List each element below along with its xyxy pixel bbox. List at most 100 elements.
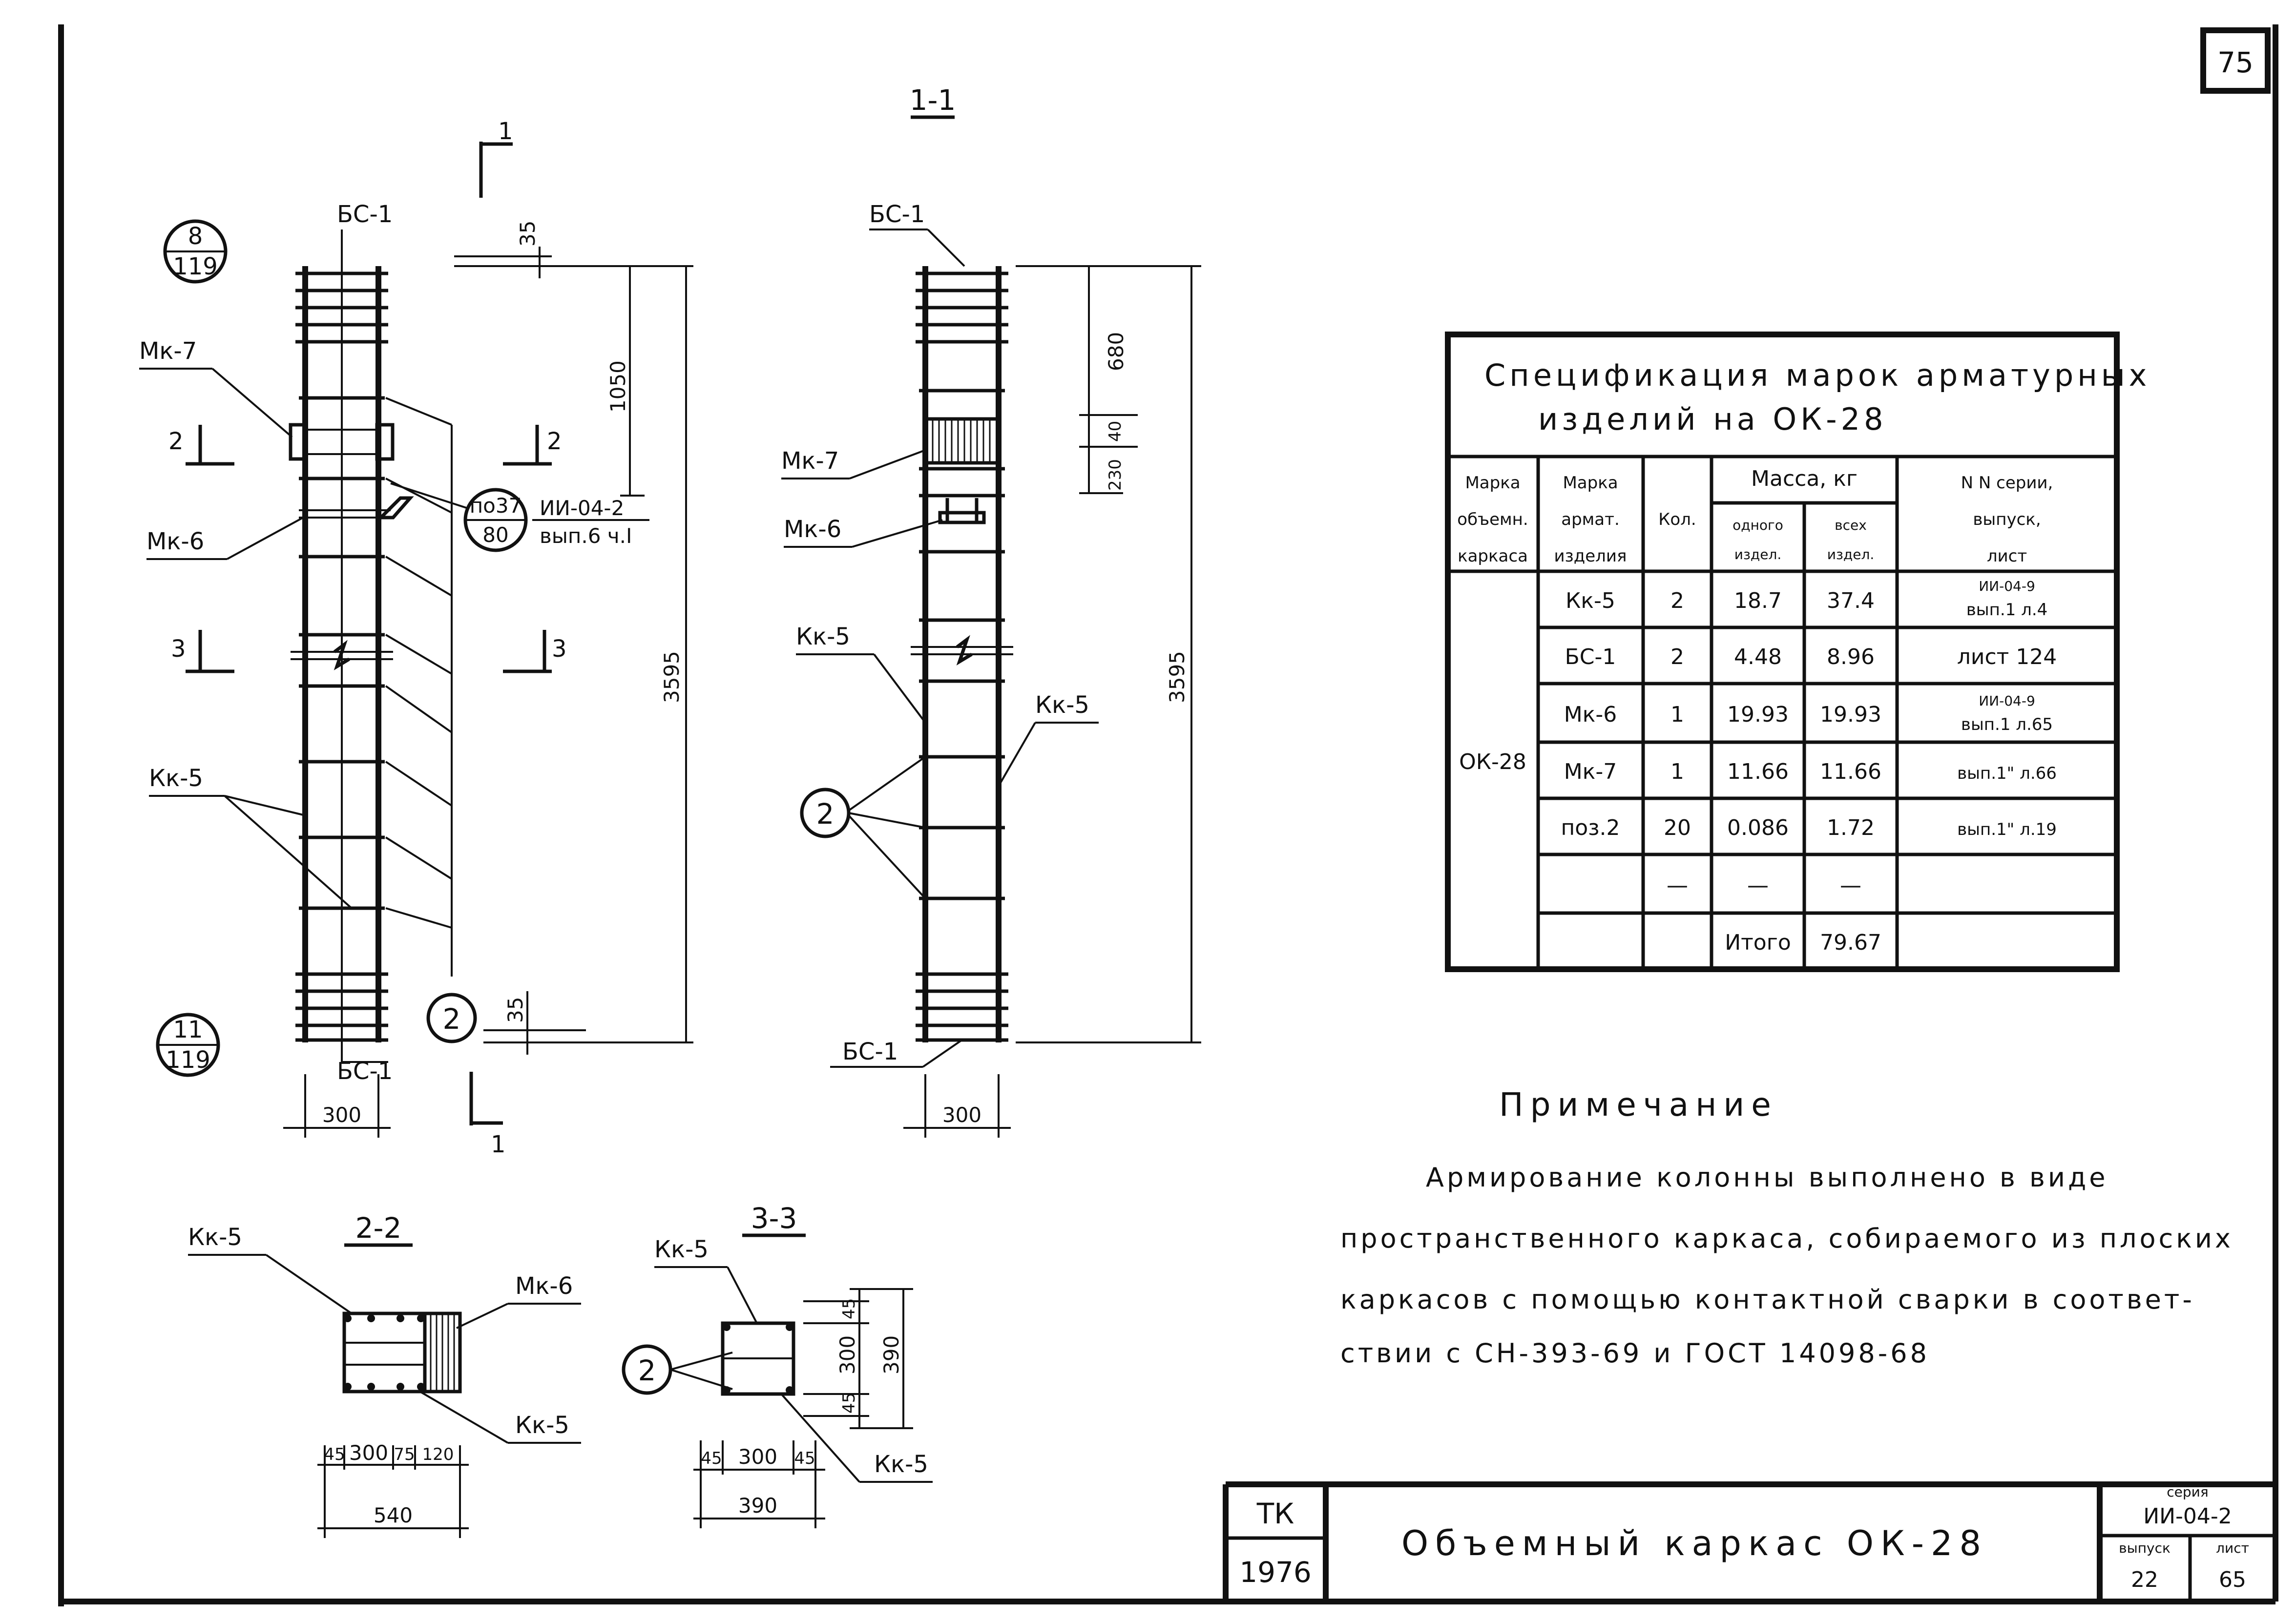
label-kk5-top-33: Кк-5 [654,1236,709,1263]
svg-text:45: 45 [701,1449,722,1468]
spec-row: Мк-7 1 11.66 11.66 вып.1" л.66 [1564,759,2057,784]
label-mk6-side: Мк-6 [784,516,841,543]
svg-text:37.4: 37.4 [1827,588,1875,613]
spec-row: Мк-6 1 19.93 19.93 ИИ-04-9 вып.1 л.65 [1564,693,2053,734]
svg-text:2: 2 [638,1354,656,1387]
svg-text:300: 300 [349,1441,388,1465]
label-mk7-side: Мк-7 [781,447,839,475]
svg-text:издел.: издел. [1827,546,1874,562]
elevation-side: 1-1 [781,83,1201,1138]
svg-text:40: 40 [1106,421,1125,442]
label-mk6-22: Мк-6 [515,1272,573,1300]
svg-text:300: 300 [835,1335,859,1374]
label-kk5-bottom-22: Кк-5 [515,1412,569,1439]
cut-2-right: 2 [547,428,562,455]
cut-3-right: 3 [552,635,567,663]
label-kk5-right-side: Кк-5 [1035,691,1089,719]
svg-text:119: 119 [173,253,218,280]
svg-text:11.66: 11.66 [1820,759,1881,784]
svg-text:390: 390 [879,1335,903,1374]
svg-text:N N серии,: N N серии, [1961,473,2053,493]
section-3-3: 3-3 Кк-5 2 Кк-5 45 300 390 45 [622,1202,933,1528]
tb-sheet: 65 [2219,1567,2246,1592]
svg-text:390: 390 [738,1494,777,1518]
tb-series-label: серия [2167,1484,2208,1500]
svg-text:ИИ-04-9: ИИ-04-9 [1979,693,2035,709]
label-bs1-bottom-side: БС-1 [842,1038,898,1065]
svg-text:вып.1 л.4: вып.1 л.4 [1966,600,2048,620]
ties [299,396,385,910]
svg-text:19.93: 19.93 [1727,702,1789,727]
svg-text:всех: всех [1835,517,1867,533]
svg-text:одного: одного [1732,517,1783,533]
svg-text:Марка: Марка [1563,473,1618,493]
note: Примечание Армирование колонны выполнено… [1340,1086,2231,1369]
svg-text:лист: лист [1987,546,2027,566]
svg-text:11: 11 [173,1016,203,1043]
svg-text:ИИ-04-2: ИИ-04-2 [540,496,624,520]
spec-total-label: Итого [1725,930,1791,955]
svg-text:Кк-5: Кк-5 [1565,588,1615,613]
svg-text:поз.2: поз.2 [1561,815,1620,840]
svg-text:19.93: 19.93 [1820,702,1881,727]
svg-text:объемн.: объемн. [1457,510,1528,529]
svg-text:45: 45 [839,1298,859,1319]
svg-text:45: 45 [324,1445,345,1464]
cut-1-bottom: 1 [491,1131,506,1158]
svg-text:каркаса: каркаса [1458,546,1528,566]
svg-text:300: 300 [322,1103,361,1127]
label-kk5-front: Кк-5 [149,765,203,792]
svg-text:Масса, кг: Масса, кг [1751,466,1858,491]
svg-text:1.72: 1.72 [1827,815,1875,840]
dims-22: 45 300 75 120 540 [317,1441,469,1538]
dims-side: 680 230 40 3595 300 [903,265,1201,1138]
note-line: каркасов с помощью контактной сварки в с… [1340,1284,2195,1315]
svg-text:1: 1 [1670,759,1684,784]
cut-2-left: 2 [168,428,184,455]
spec-object-mark: ОК-28 [1459,749,1526,774]
svg-text:Кол.: Кол. [1658,510,1696,529]
tb-year: 1976 [1239,1556,1312,1589]
section-2-2-hatch [430,1314,455,1391]
svg-text:230: 230 [1106,459,1125,491]
mk6-plate-section [423,1311,462,1394]
svg-text:ИИ-04-9: ИИ-04-9 [1979,578,2035,594]
svg-text:вып.1" л.66: вып.1" л.66 [1957,764,2057,783]
spec-total-value: 79.67 [1820,930,1881,955]
tb-series: ИИ-04-2 [2143,1504,2232,1529]
tb-title: Объемный каркас ОК-28 [1401,1523,1988,1563]
svg-text:0.086: 0.086 [1727,815,1789,840]
svg-text:Мк-7: Мк-7 [1564,759,1617,784]
spec-row: поз.2 20 0.086 1.72 вып.1" л.19 [1561,815,2056,840]
svg-text:вып.6 ч.I: вып.6 ч.I [540,524,632,548]
mk7-panel [924,417,1000,465]
svg-text:75: 75 [394,1445,415,1464]
svg-text:8.96: 8.96 [1827,645,1875,669]
svg-text:2-2: 2-2 [355,1211,402,1245]
sheet-number: 75 [2217,46,2254,79]
svg-text:119: 119 [166,1046,210,1074]
label-kk5-left-side: Кк-5 [796,623,850,650]
section-1-1-title: 1-1 [910,83,956,117]
spec-row: — — — [1667,873,1861,898]
label-kk5-top-22: Кк-5 [188,1224,242,1251]
spec-title-line2: изделий на ОК-28 [1538,401,1887,437]
svg-text:лист 124: лист 124 [1957,645,2057,669]
svg-text:80: 80 [482,523,508,547]
dims-front: 35 1050 3595 35 300 [283,221,693,1138]
svg-text:2: 2 [443,1002,461,1036]
svg-text:18.7: 18.7 [1734,588,1782,613]
title-block: ТК 1976 Объемный каркас ОК-28 серия ИИ-0… [1223,1481,2275,1602]
svg-text:35: 35 [516,221,540,247]
sheet-frame: 75 [58,24,2278,1606]
tb-sheet-label: лист [2216,1540,2249,1556]
svg-text:1050: 1050 [606,360,630,413]
svg-text:2: 2 [816,797,835,831]
svg-text:издел.: издел. [1734,546,1781,562]
note-line: ствии с СН-393-69 и ГОСТ 14098-68 [1340,1338,1930,1369]
bottom-mesh [295,972,388,1042]
svg-text:—: — [1667,873,1688,898]
svg-text:45: 45 [794,1449,815,1468]
cutting-plane-marks: 1 1 2 2 3 3 [168,118,567,1158]
